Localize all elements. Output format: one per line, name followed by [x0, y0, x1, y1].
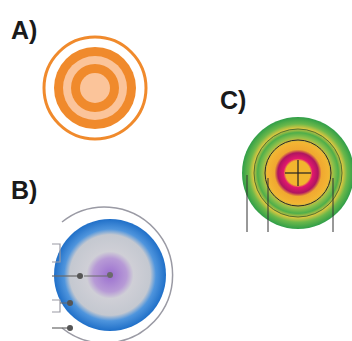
target-a: [44, 37, 146, 139]
panel-letter: B): [11, 176, 37, 204]
panel-letter: A): [11, 16, 37, 44]
contour-c: [242, 117, 352, 232]
disc-b: [52, 207, 173, 341]
panel-letter: C): [220, 86, 246, 114]
